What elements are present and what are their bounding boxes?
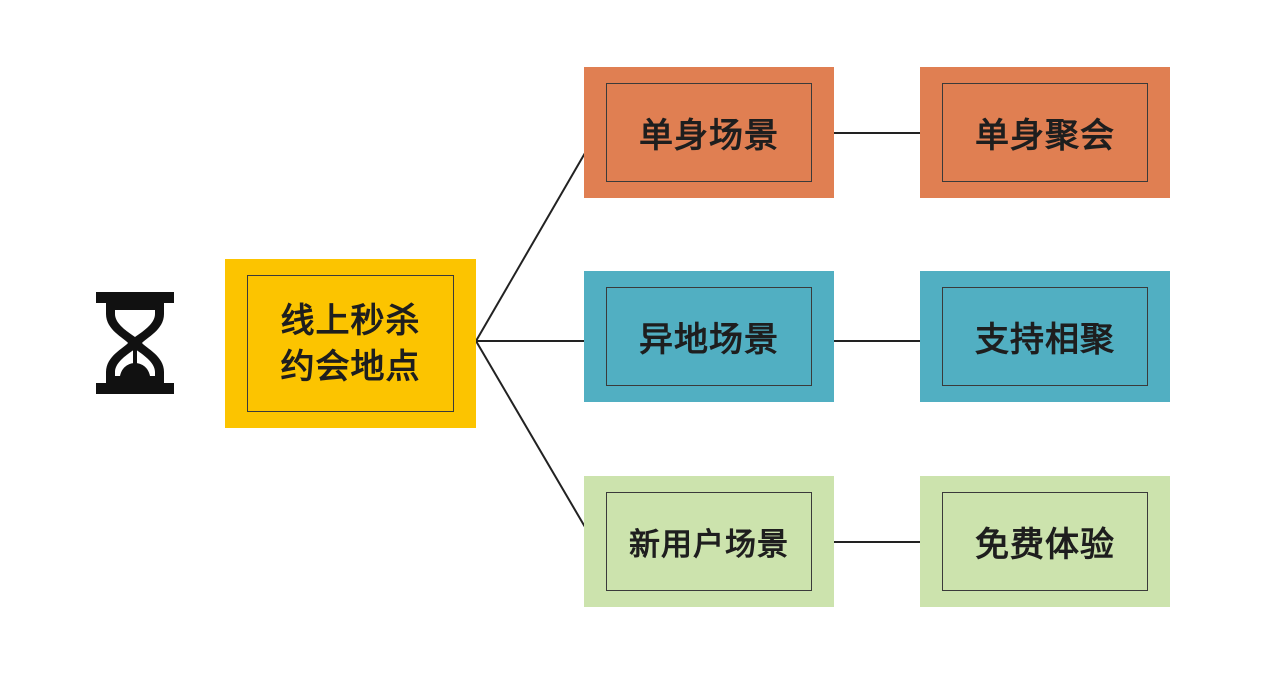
result-label-remote-meet: 支持相聚 — [942, 287, 1148, 386]
result-label-single-party: 单身聚会 — [942, 83, 1148, 182]
scene-node-remote: 异地场景 — [584, 271, 834, 402]
connector-root-to-single — [475, 152, 586, 342]
result-node-single-party: 单身聚会 — [920, 67, 1170, 198]
scene-label-remote: 异地场景 — [606, 287, 812, 386]
hourglass-icon — [96, 292, 174, 394]
scene-node-single: 单身场景 — [584, 67, 834, 198]
connector-root-to-newuser — [475, 340, 586, 528]
root-label-line2: 约会地点 — [280, 346, 421, 387]
result-node-free-trial: 免费体验 — [920, 476, 1170, 607]
result-node-remote-meet: 支持相聚 — [920, 271, 1170, 402]
scene-label-newuser: 新用户场景 — [606, 492, 812, 591]
root-node-frame: 线上秒杀 约会地点 — [247, 275, 454, 412]
result-label-free-trial: 免费体验 — [942, 492, 1148, 591]
root-node: 线上秒杀 约会地点 — [225, 259, 476, 428]
root-label-line1: 线上秒杀 — [280, 300, 421, 341]
scene-label-single: 单身场景 — [606, 83, 812, 182]
scene-node-newuser: 新用户场景 — [584, 476, 834, 607]
